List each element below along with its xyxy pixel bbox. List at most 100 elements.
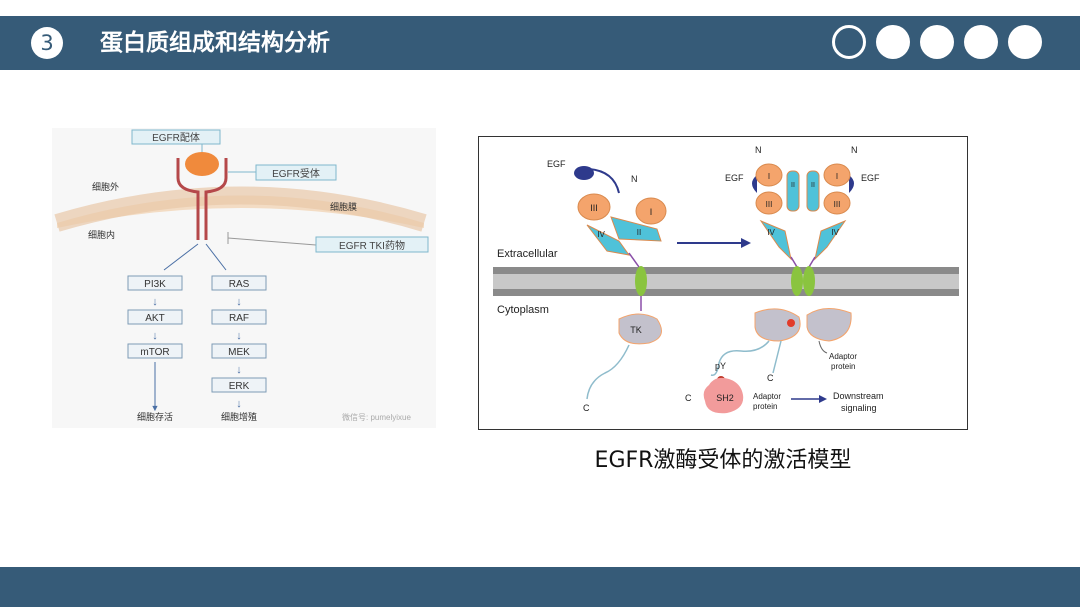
egfr-receptor-left: [176, 158, 200, 240]
pathway-box-mtor: [127, 343, 183, 359]
arrow-down-icon: ↓: [152, 296, 158, 308]
domain-ii-dimer-right: [806, 170, 820, 212]
bilayer-top-heads: [493, 267, 959, 274]
py-label: pY: [715, 361, 726, 371]
n-terminus-dimer-left: N: [755, 145, 762, 155]
tk-domain-dimer-left: [754, 308, 801, 342]
egfr-activation-figure: Extracellular Cytoplasm EGF N III I II I…: [478, 136, 968, 430]
c-terminus-dimer-right: C: [767, 373, 774, 383]
egf-ligand-dimer-right: [849, 175, 854, 193]
pathway-node-mek: MEK: [228, 347, 250, 358]
footer-bar: [0, 567, 1080, 607]
pathway-node-pi3k: PI3K: [144, 279, 166, 290]
domain-i-label-dimer-left: I: [768, 172, 770, 181]
domain-i-dimer-right: [823, 163, 851, 187]
cytoplasm-label: Cytoplasm: [497, 304, 549, 316]
domain-ii-label-dimer-left: II: [791, 182, 795, 189]
arrow-down-icon: ↓: [152, 330, 158, 342]
linker-dimer-left: [790, 256, 798, 268]
domain-iv-left: [586, 224, 631, 256]
c-terminus-dimer-left: C: [685, 393, 692, 403]
tki-label-box: [315, 236, 429, 253]
egfr-ligand: [185, 152, 219, 176]
pathway-box-raf: [211, 309, 267, 325]
receptor-label-box: [255, 164, 337, 181]
egfr-pathway-figure: EGFR配体 细胞外 细胞膜 细胞内 EGFR受体 EGFR TKI药物 PI3…: [52, 128, 436, 428]
egf-label-dimer-right: EGF: [861, 173, 880, 183]
egfr-receptor-right: [204, 158, 228, 240]
n-terminus-left: N: [631, 174, 638, 184]
pathway-box-mek: [211, 343, 267, 359]
adaptor-protein-1: Adaptor: [753, 392, 781, 401]
branch-arrow-right: [205, 243, 227, 271]
inside-label: 细胞内: [88, 229, 115, 240]
sh2-label: SH2: [716, 393, 734, 403]
tk-label: TK: [630, 325, 642, 335]
arrow-down-icon: ↓: [236, 296, 242, 308]
bilayer-core: [493, 274, 959, 289]
ligand-label: EGFR配体: [152, 132, 200, 144]
domain-iii-dimer-left: [755, 191, 783, 215]
tk-domain-left: [618, 313, 662, 345]
c-tail-left: [586, 344, 630, 400]
arrow-down-icon: ↓: [236, 398, 242, 410]
domain-ii-left: [610, 216, 662, 242]
linker-dimer-right: [808, 256, 816, 268]
egf-ligand-left: [574, 166, 594, 180]
pathway-node-akt: AKT: [145, 313, 164, 324]
progress-dot[interactable]: [964, 25, 998, 59]
bilayer-bottom-heads: [493, 289, 959, 296]
membrane-label: 细胞膜: [330, 201, 357, 212]
pathway-node-erk: ERK: [229, 381, 250, 392]
egf-label-left: EGF: [547, 159, 566, 169]
domain-iii-label-dimer-left: III: [766, 200, 773, 209]
domain-iii-left: [577, 193, 611, 221]
progress-dot[interactable]: [920, 25, 954, 59]
adaptor-protein-right-1: Adaptor: [829, 352, 857, 361]
ligand-label-box: [131, 129, 221, 145]
downstream-label-2: signaling: [841, 403, 877, 413]
outcome-proliferation: 细胞增殖: [221, 411, 257, 422]
tki-inhibition-line: [227, 237, 317, 246]
domain-i-label-dimer-right: I: [836, 172, 838, 181]
c-tail-dimer-right: [772, 340, 782, 374]
domain-i-label-left: I: [650, 207, 653, 217]
pathway-box-ras: [211, 275, 267, 291]
downstream-label-1: Downstream: [833, 391, 884, 401]
domain-iii-label-dimer-right: III: [834, 200, 841, 209]
pathway-node-mtor: mTOR: [140, 347, 169, 358]
adaptor-pointer: [818, 340, 828, 354]
adaptor-protein-2: protein: [753, 402, 777, 411]
tm-helix-dimer-right: [803, 266, 815, 296]
progress-dots: [832, 25, 1042, 59]
header-bar: 3 蛋白质组成和结构分析: [0, 16, 1080, 70]
pathway-node-ras: RAS: [229, 279, 250, 290]
c-tail-dimer-left: [710, 340, 770, 376]
egfr-activation-diagram: Extracellular Cytoplasm EGF N III I II I…: [493, 145, 959, 414]
tm-helix-dimer-left: [791, 266, 803, 296]
adaptor-protein-right-2: protein: [831, 362, 855, 371]
extracellular-label: Extracellular: [497, 248, 558, 260]
pathway-box-akt: [127, 309, 183, 325]
receptor-label: EGFR受体: [272, 168, 320, 180]
progress-dot-current[interactable]: [832, 25, 866, 59]
domain-ii-dimer-left: [786, 170, 800, 212]
section-number-badge: 3: [31, 27, 63, 59]
arrow-head-survival: ▼: [151, 403, 160, 413]
c-terminus-left: C: [583, 403, 590, 413]
domain-iv-dimer-right: [814, 219, 847, 261]
lipid-bilayer: [493, 267, 959, 296]
domain-i-dimer-left: [755, 163, 783, 187]
progress-dot[interactable]: [876, 25, 910, 59]
domain-iii-label-left: III: [590, 203, 598, 213]
egfr-pathway-diagram: EGFR配体 细胞外 细胞膜 细胞内 EGFR受体 EGFR TKI药物 PI3…: [52, 128, 436, 428]
phosphotyrosine-marker: [787, 319, 795, 327]
domain-i-left: [635, 197, 667, 225]
domain-iv-label-left: IV: [597, 230, 605, 239]
tm-helix-left: [635, 266, 647, 296]
tki-label: EGFR TKI药物: [339, 239, 405, 252]
tk-domain-dimer-right: [806, 308, 852, 342]
domain-iii-dimer-right: [823, 191, 851, 215]
progress-dot[interactable]: [1008, 25, 1042, 59]
outside-label: 细胞外: [92, 181, 119, 192]
